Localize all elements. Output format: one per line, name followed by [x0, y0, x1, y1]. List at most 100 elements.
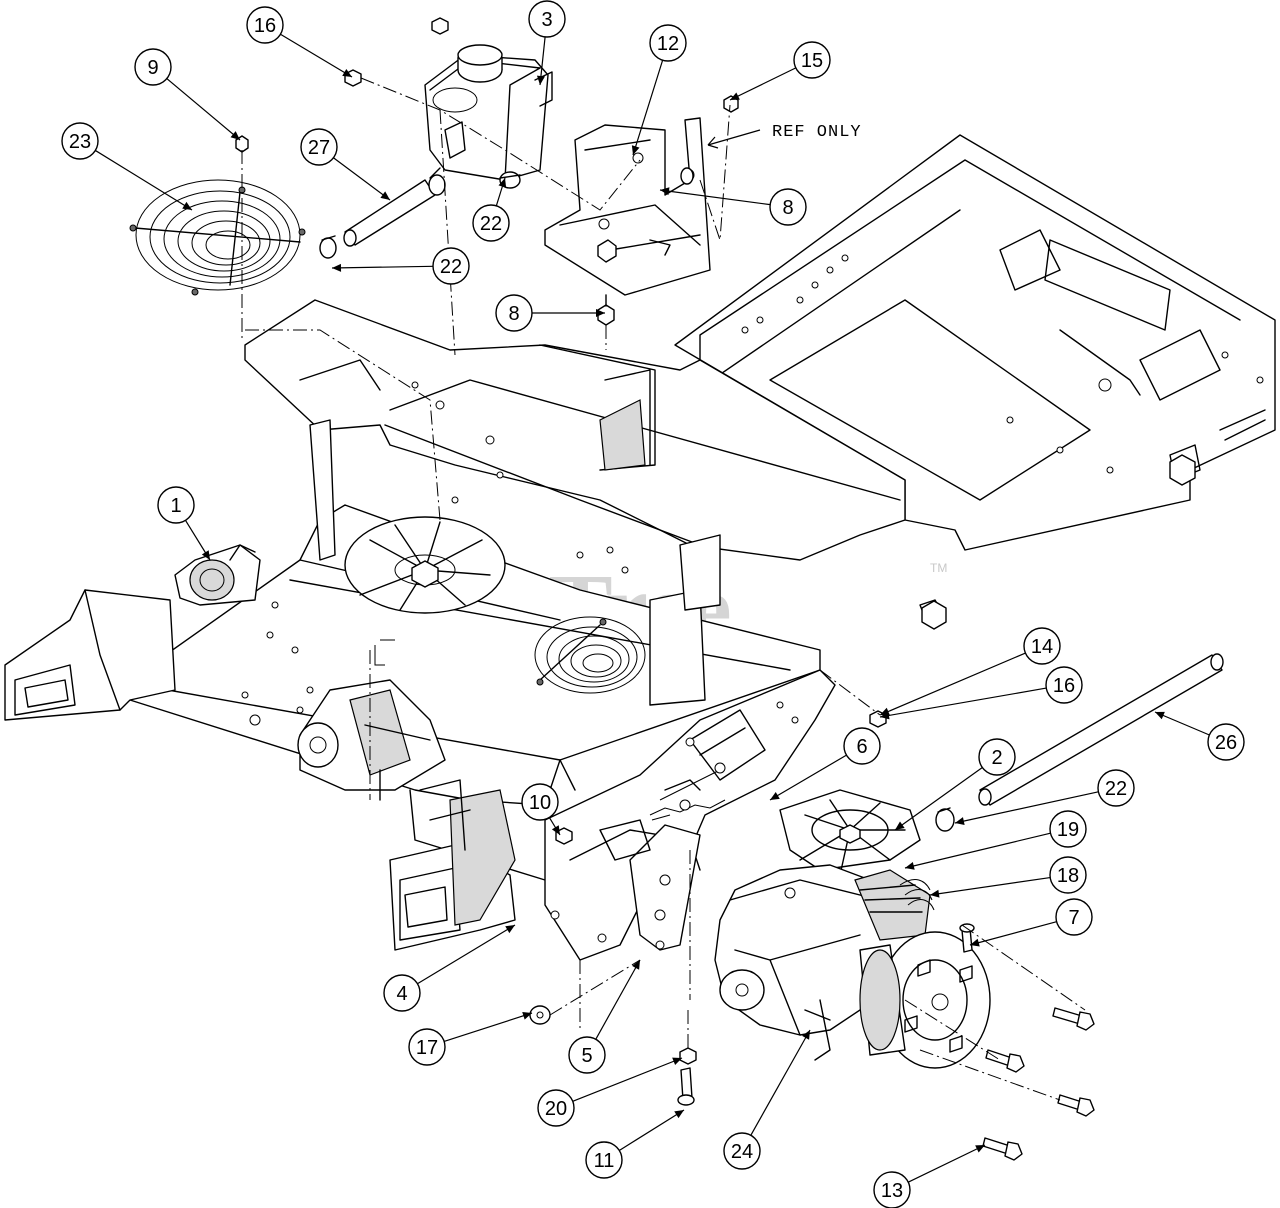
ref-only-text: REF ONLY [772, 123, 862, 142]
callout-arrowhead [1155, 711, 1165, 720]
callout-circle[interactable] [537, 1089, 575, 1127]
callout-15[interactable]: 15 [729, 41, 831, 101]
callout-1[interactable]: 1 [157, 486, 211, 561]
callout-arrowhead [498, 178, 507, 188]
callout-circle[interactable] [873, 1171, 911, 1208]
callout-12[interactable]: 12 [631, 24, 687, 156]
callout-27[interactable]: 27 [300, 128, 391, 201]
alignment-lines [241, 77, 1086, 1101]
callout-circle[interactable] [649, 24, 687, 62]
callout-circle[interactable] [61, 122, 99, 160]
callout-9[interactable]: 9 [134, 48, 241, 141]
callout-number: 19 [1057, 819, 1079, 841]
callout-arrowhead [342, 68, 352, 77]
callout-circle[interactable] [1207, 723, 1245, 761]
callout-number: 6 [856, 736, 867, 758]
callout-11[interactable]: 11 [585, 1109, 685, 1179]
callout-arrowhead [631, 145, 640, 155]
callout-circle[interactable] [1055, 898, 1093, 936]
callout-19[interactable]: 19 [904, 810, 1087, 870]
callout-circle[interactable] [793, 41, 831, 79]
coiled-screen [129, 179, 306, 296]
callout-circle[interactable] [134, 48, 172, 86]
callout-leader [659, 189, 771, 206]
callout-7[interactable]: 7 [969, 898, 1093, 947]
callout-circle[interactable] [521, 783, 559, 821]
callout-circle[interactable] [1023, 627, 1061, 665]
callout-22[interactable]: 22 [954, 769, 1135, 825]
callout-number: 14 [1031, 636, 1053, 658]
callout-circle[interactable] [157, 486, 195, 524]
callout-arrowhead [730, 92, 740, 100]
callout-22[interactable]: 22 [331, 247, 470, 285]
callout-circle[interactable] [472, 204, 510, 242]
callout-5[interactable]: 5 [568, 959, 641, 1074]
callout-arrowhead [672, 1057, 682, 1066]
callout-number: 22 [1105, 778, 1127, 800]
callout-leader [95, 149, 193, 211]
callout-number: 13 [881, 1180, 903, 1202]
callout-17[interactable]: 17 [408, 1011, 533, 1066]
callout-circle[interactable] [1049, 810, 1087, 848]
callout-circle[interactable] [432, 247, 470, 285]
callout-circle[interactable] [568, 1036, 606, 1074]
callout-8[interactable]: 8 [495, 294, 605, 332]
callout-arrowhead [880, 711, 890, 720]
callout-6[interactable]: 6 [769, 727, 881, 801]
trademark-text: TM [930, 561, 947, 575]
callout-number: 23 [69, 131, 91, 153]
callout-10[interactable]: 10 [521, 783, 561, 836]
callout-number: 11 [594, 1150, 615, 1172]
callout-circle[interactable] [300, 128, 338, 166]
callout-26[interactable]: 26 [1154, 711, 1245, 761]
callout-circle[interactable] [585, 1141, 623, 1179]
callout-16[interactable]: 16 [246, 6, 353, 78]
callout-20[interactable]: 20 [537, 1057, 683, 1127]
callout-arrowhead [970, 938, 980, 947]
callout-circle[interactable] [978, 738, 1016, 776]
callout-4[interactable]: 4 [383, 924, 516, 1012]
callout-13[interactable]: 13 [873, 1144, 986, 1208]
callout-23[interactable]: 23 [61, 122, 193, 211]
callout-14[interactable]: 14 [879, 627, 1061, 716]
callout-circle[interactable] [843, 727, 881, 765]
callout-circle[interactable] [1045, 666, 1083, 704]
callout-leader [443, 1012, 533, 1043]
callout-leader [729, 67, 797, 101]
callout-16[interactable]: 16 [879, 666, 1083, 720]
callout-circle[interactable] [495, 294, 533, 332]
callout-leader [166, 78, 241, 141]
callout-arrowhead [930, 889, 940, 898]
callout-circle[interactable] [528, 0, 566, 38]
tube [978, 653, 1224, 806]
callout-leader [595, 959, 641, 1040]
callout-leader [1154, 711, 1210, 736]
callout-number: 2 [991, 747, 1002, 769]
callout-arrowhead [536, 75, 545, 85]
callout-22[interactable]: 22 [472, 177, 510, 242]
front-bracket [389, 779, 516, 951]
lower-pump [297, 639, 446, 801]
callout-arrowhead [182, 201, 192, 210]
side-plate [544, 669, 836, 961]
callout-18[interactable]: 18 [929, 856, 1087, 898]
callout-number: 20 [545, 1098, 567, 1120]
callout-circle[interactable] [769, 188, 807, 226]
callout-circle[interactable] [246, 6, 284, 44]
callout-circle[interactable] [1097, 769, 1135, 807]
mount-bracket [599, 819, 701, 951]
callout-circle[interactable] [408, 1028, 446, 1066]
callout-2[interactable]: 2 [894, 738, 1016, 831]
callout-3[interactable]: 3 [528, 0, 566, 86]
callout-24[interactable]: 24 [723, 1029, 811, 1170]
reservoir-tank [424, 44, 553, 181]
callout-number: 16 [254, 15, 276, 37]
callout-8[interactable]: 8 [659, 187, 807, 226]
callout-number: 16 [1053, 675, 1075, 697]
callout-circle[interactable] [723, 1132, 761, 1170]
spring-links [649, 762, 726, 821]
callout-number: 7 [1068, 907, 1079, 929]
callout-leader [879, 687, 1047, 718]
callout-circle[interactable] [383, 974, 421, 1012]
callout-circle[interactable] [1049, 856, 1087, 894]
